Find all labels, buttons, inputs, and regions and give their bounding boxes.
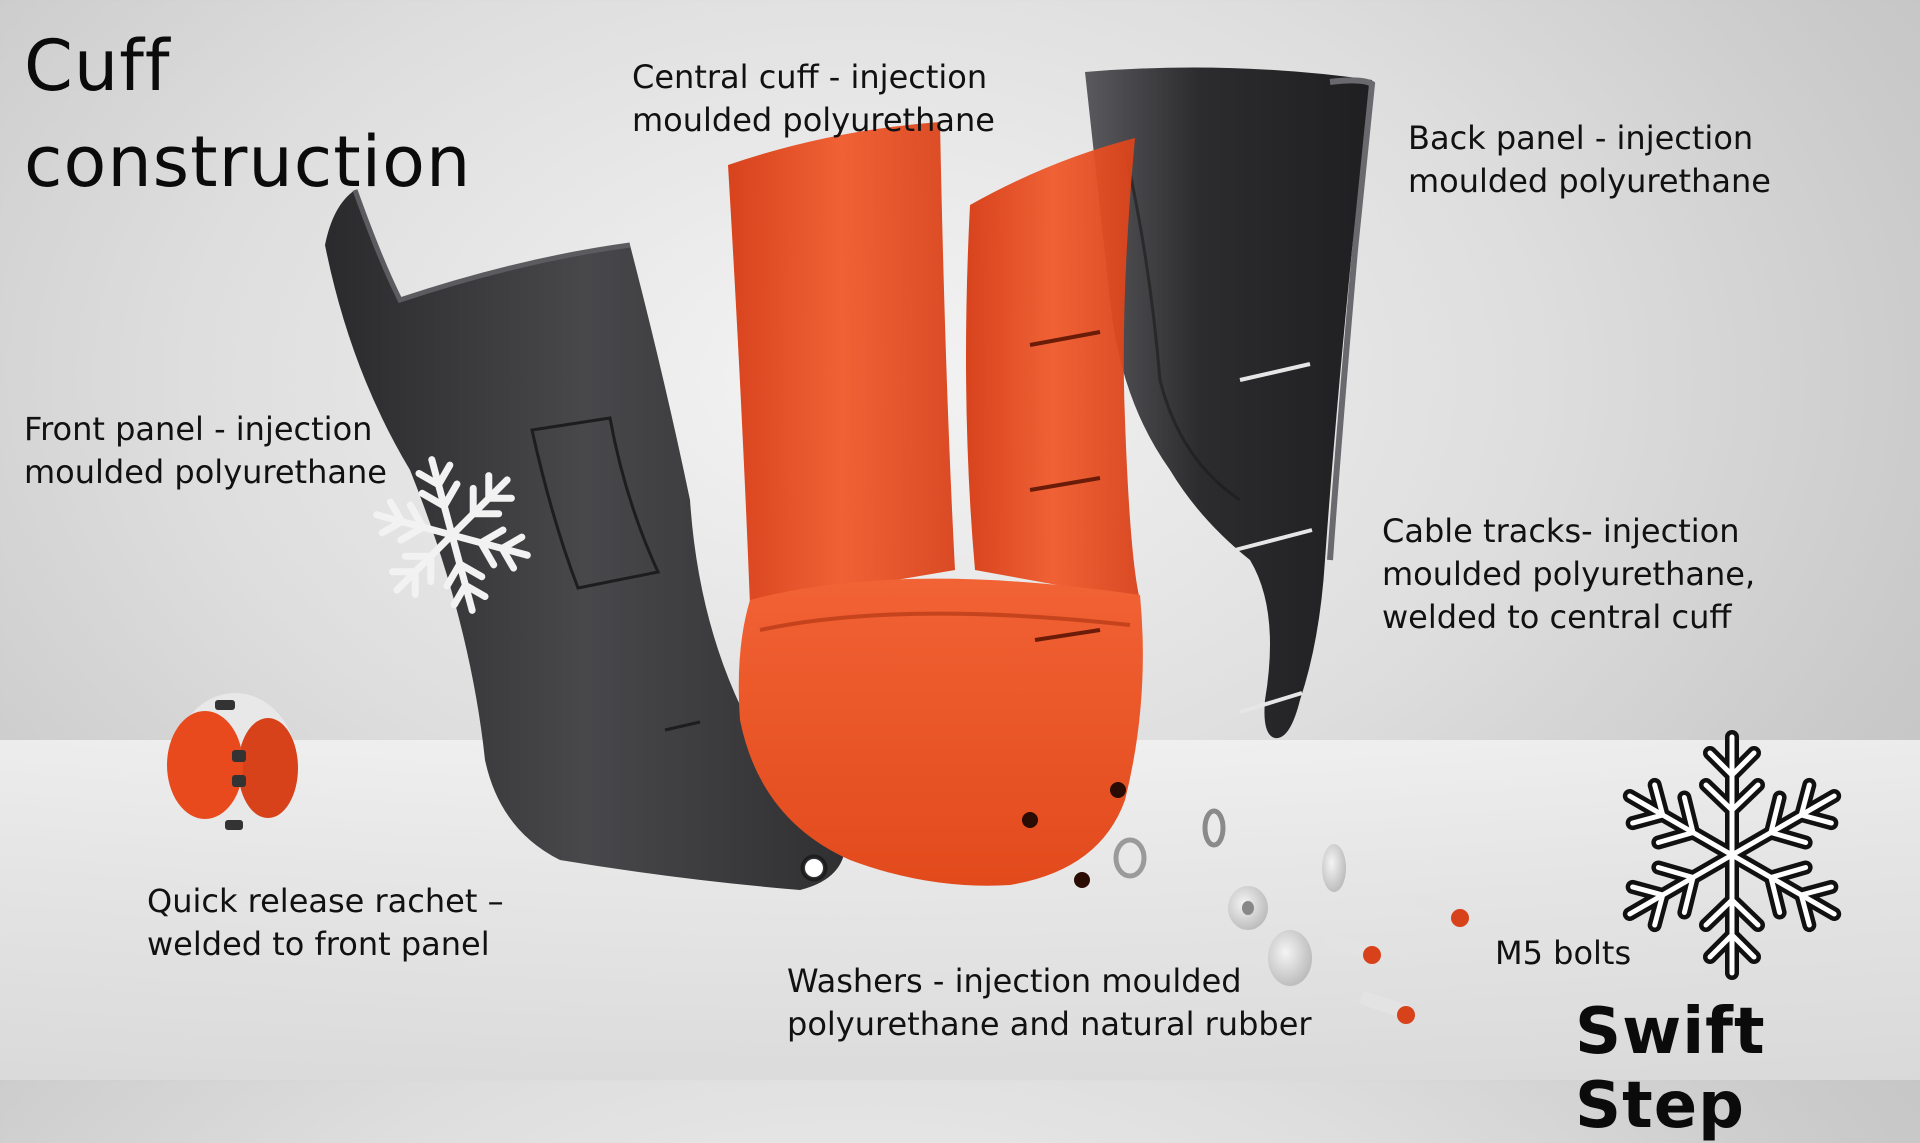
- label-quick-release: Quick release rachet – welded to front p…: [147, 882, 504, 963]
- snowflake-icon-inner: [1617, 734, 1847, 973]
- page-title: Cuff construction: [24, 25, 472, 203]
- brand-name: Swift Step: [1575, 995, 1766, 1143]
- quick-release-ratchet: [167, 693, 298, 837]
- label-cable-tracks: Cable tracks- injection moulded polyuret…: [1382, 512, 1756, 636]
- snowflake-icon: [358, 456, 546, 630]
- washers: [1113, 808, 1346, 986]
- m5-bolts: [1325, 893, 1469, 1024]
- label-back-panel: Back panel - injection moulded polyureth…: [1408, 119, 1771, 200]
- central-cuff: [728, 122, 1143, 888]
- label-washers: Washers - injection moulded polyurethane…: [787, 962, 1312, 1043]
- label-central-cuff: Central cuff - injection moulded polyure…: [632, 58, 995, 139]
- front-panel: [325, 189, 845, 890]
- back-panel: [1085, 67, 1376, 739]
- label-front-panel: Front panel - injection moulded polyuret…: [24, 410, 387, 491]
- exploded-view-illustration: [167, 67, 1920, 1024]
- label-m5-bolts: M5 bolts: [1495, 934, 1632, 972]
